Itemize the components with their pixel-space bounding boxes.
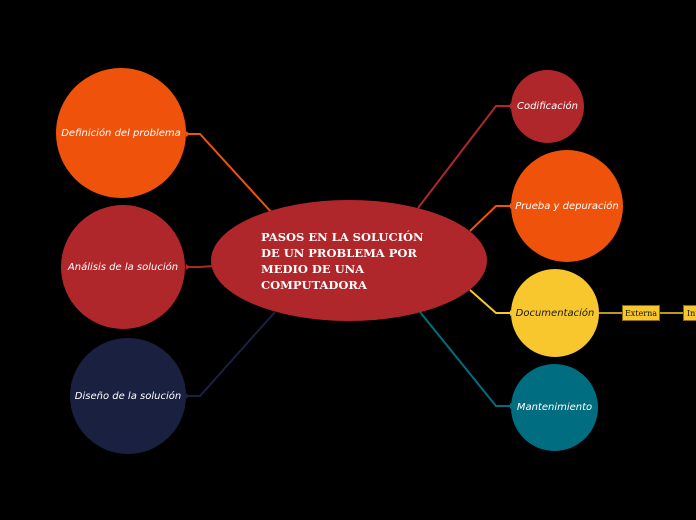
connector-codificacion — [417, 105, 510, 209]
node-label: Documentación — [515, 307, 595, 319]
node-label: Definición del problema — [61, 127, 181, 139]
tag-label: Externa — [624, 308, 658, 318]
node-label: Análisis de la solución — [67, 261, 179, 273]
node-codificacion[interactable]: Codificación — [511, 70, 584, 143]
connector-arrow — [186, 393, 190, 399]
node-label: Prueba y depuración — [515, 200, 619, 212]
node-diseno-de-la-solucion[interactable]: Diseño de la solución — [70, 338, 186, 454]
node-definicion-del-problema[interactable]: Definición del problema — [56, 68, 186, 198]
connector-documentacion — [469, 289, 510, 314]
central-topic-label: PASOS EN LA SOLUCIÓN DE UN PROBLEMA POR … — [261, 229, 424, 292]
central-topic[interactable]: PASOS EN LA SOLUCIÓN DE UN PROBLEMA POR … — [211, 200, 487, 321]
node-documentacion[interactable]: Documentación — [511, 269, 599, 357]
connector-prueba — [469, 205, 510, 232]
node-analisis-de-la-solucion[interactable]: Análisis de la solución — [61, 205, 185, 329]
tag-label: Interna — [687, 308, 696, 318]
node-prueba-y-depuracion[interactable]: Prueba y depuración — [511, 150, 623, 262]
connector-analisis — [187, 265, 215, 268]
node-label: Mantenimiento — [516, 402, 593, 413]
tag-interna[interactable]: Interna — [683, 305, 696, 321]
tag-externa[interactable]: Externa — [622, 305, 660, 321]
connector-diseno — [187, 311, 276, 397]
connector-mantenimiento — [419, 311, 510, 407]
node-mantenimiento[interactable]: Mantenimiento — [511, 364, 598, 451]
node-label: Codificación — [516, 101, 579, 112]
node-label: Diseño de la solución — [74, 390, 182, 402]
connector-definicion — [187, 133, 273, 214]
connector-arrow — [186, 264, 190, 270]
connector-arrow — [186, 131, 190, 137]
